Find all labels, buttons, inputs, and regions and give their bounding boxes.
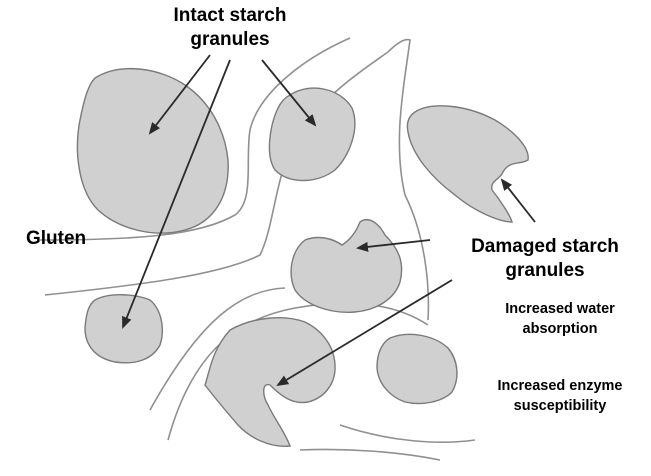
intact-granule-top — [269, 88, 354, 180]
enzyme-label-line-2: susceptibility — [485, 396, 635, 416]
gluten-strand — [340, 425, 475, 442]
damaged-label-line-2: granules — [455, 259, 635, 283]
intact-starch-label: Intact starch granules — [155, 4, 305, 52]
gluten-strand — [300, 449, 440, 460]
water-label-line-1: Increased water — [490, 299, 630, 319]
intact-granule-bottom-right — [377, 334, 457, 403]
gluten-label: Gluten — [26, 227, 86, 251]
water-absorption-label: Increased water absorption — [490, 299, 630, 339]
damaged-starch-label: Damaged starch granules — [455, 235, 635, 283]
intact-label-line-2: granules — [155, 28, 305, 52]
enzyme-label-line-1: Increased enzyme — [485, 376, 635, 396]
damaged-granule-bottom — [205, 318, 335, 446]
damaged-granule-center — [291, 220, 401, 313]
water-label-line-2: absorption — [490, 319, 630, 339]
intact-granule-large — [77, 69, 228, 233]
intact-granule-left — [85, 295, 162, 363]
intact-label-line-1: Intact starch — [155, 4, 305, 28]
damaged-label-line-1: Damaged starch — [455, 235, 635, 259]
enzyme-susceptibility-label: Increased enzyme susceptibility — [485, 376, 635, 416]
damaged-granule-right — [407, 106, 528, 222]
